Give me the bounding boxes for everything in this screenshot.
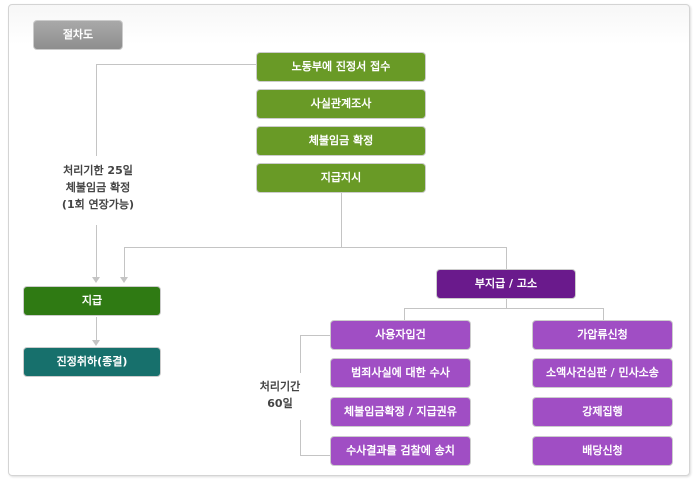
civil-step: 소액사건심판 / 민사소송 — [532, 358, 673, 388]
connector — [506, 299, 507, 309]
note-line: 처리기간 — [259, 380, 301, 393]
connector — [124, 247, 506, 248]
criminal-step: 수사결과를 검찰에 송치 — [330, 436, 471, 466]
note-line: 60일 — [267, 397, 293, 410]
title-badge: 절차도 — [33, 20, 123, 50]
connector — [404, 308, 405, 320]
connector — [341, 193, 342, 247]
connector — [506, 247, 507, 269]
civil-step: 강제집행 — [532, 397, 673, 427]
step-payment: 지급 — [23, 286, 161, 316]
connector — [300, 455, 330, 456]
criminal-step: 사용자입건 — [330, 320, 471, 350]
connector — [96, 64, 256, 65]
criminal-step: 체불임금확정 / 지급권유 — [330, 397, 471, 427]
criminal-step: 범죄사실에 대한 수사 — [330, 358, 471, 388]
connector — [124, 247, 125, 277]
step-fact-investigation: 사실관계조사 — [256, 89, 426, 119]
step-payment-order: 지급지시 — [256, 163, 426, 193]
connector — [96, 225, 97, 278]
step-withdrawal: 진정취하(종결) — [23, 347, 161, 377]
deadline-note: 처리기한 25일 체불임금 확정 (1회 연장가능) — [50, 162, 146, 213]
arrow-down-icon — [92, 340, 100, 346]
connector — [300, 335, 301, 373]
connector — [404, 308, 604, 309]
step-complaint-received: 노동부에 진정서 접수 — [256, 52, 426, 82]
connector — [96, 317, 97, 341]
connector — [300, 420, 301, 456]
step-nonpayment-complaint: 부지급 / 고소 — [436, 269, 576, 299]
note-line: 체불임금 확정 — [65, 181, 131, 194]
period-note: 처리기간 60일 — [252, 378, 308, 412]
connector — [96, 64, 97, 156]
connector — [300, 335, 330, 336]
civil-step: 배당신청 — [532, 436, 673, 466]
note-line: (1회 연장가능) — [61, 198, 135, 211]
arrow-down-icon — [92, 277, 100, 283]
civil-step: 가압류신청 — [532, 320, 673, 350]
arrow-down-icon — [120, 277, 128, 283]
step-wage-confirmation: 체불임금 확정 — [256, 126, 426, 156]
note-line: 처리기한 25일 — [63, 164, 133, 177]
connector — [603, 308, 604, 320]
